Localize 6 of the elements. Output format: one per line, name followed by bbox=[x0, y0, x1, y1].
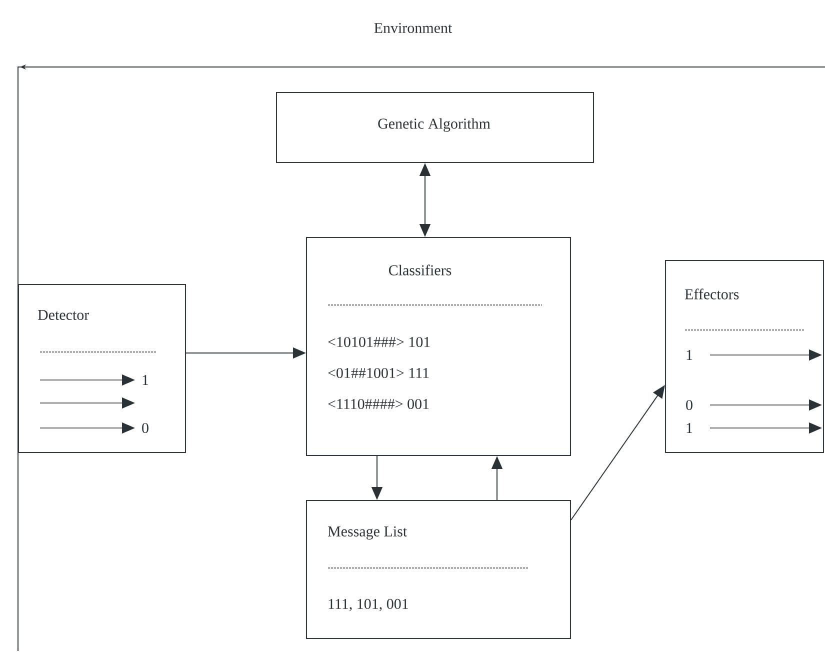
process-box: Genetic Algorithm bbox=[276, 92, 594, 163]
process-box: Message List 111, 101, 001 bbox=[306, 500, 571, 639]
node-label: Environment bbox=[374, 22, 452, 34]
process-box: Effectors 1 0 1 bbox=[665, 260, 824, 453]
process-box: Detector 1 0 bbox=[18, 284, 186, 453]
process-box: Classifiers <10101###> 101 <01##1001> 111 <1110####> 001 bbox=[306, 237, 571, 456]
